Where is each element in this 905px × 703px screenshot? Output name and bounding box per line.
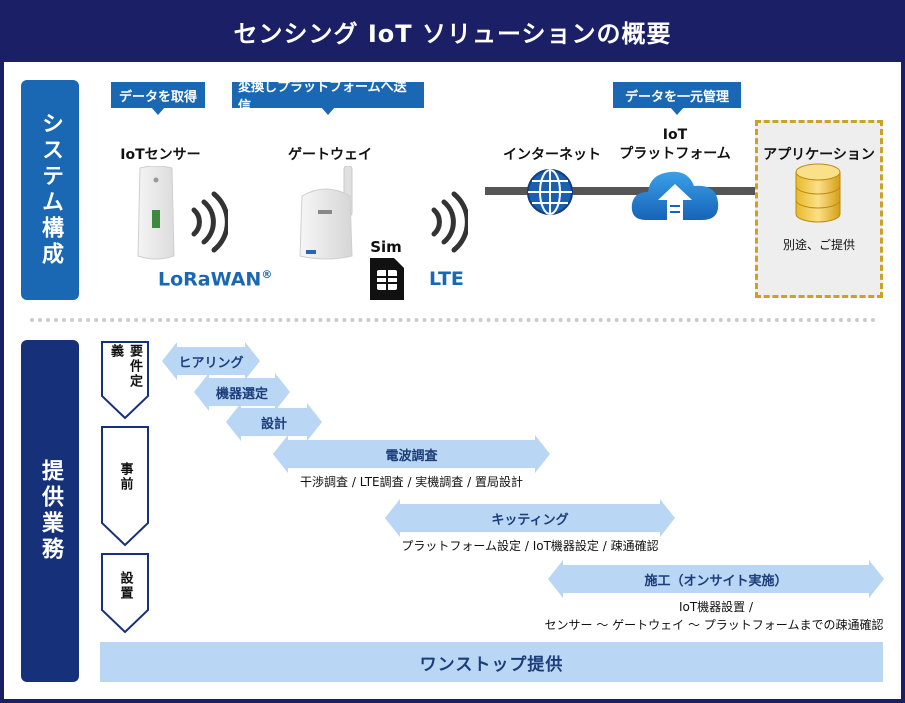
page-title: センシング IoT ソリューションの概要 [0, 0, 905, 62]
task-construction-note: IoT機器設置 / [678, 600, 754, 614]
phase-preliminary-label: 事前 [117, 462, 133, 492]
task-radio-survey: 電波調査 [273, 435, 550, 473]
phase-preliminary: 事前 [100, 425, 150, 547]
section-system-label: システム構成 [21, 80, 79, 300]
phase-requirements: 要件定義 [100, 340, 150, 420]
application-box [755, 120, 883, 298]
cloud-upload-icon [631, 171, 719, 220]
gateway-device [299, 166, 353, 260]
database-icon [795, 163, 841, 223]
section-services-label: 提供業務 [21, 340, 79, 682]
task-construction: 施工（オンサイト実施） [548, 560, 884, 598]
callout-acquire: データを取得 [111, 82, 205, 115]
task-kitting-note: プラットフォーム設定 / IoT機器設定 / 疎通確認 [401, 539, 659, 553]
task-construction-note-2: センサー 〜 ゲートウェイ 〜 プラットフォームまでの疎通確認 [544, 618, 884, 632]
task-radio-survey-note: 干渉調査 / LTE調査 / 実機調査 / 置局設計 [300, 475, 523, 489]
globe-icon [527, 169, 573, 215]
sim-card-icon [370, 258, 404, 300]
lte-signal-icon [431, 191, 468, 253]
callout-manage: データを一元管理 [613, 82, 741, 115]
task-kitting: キッティング [385, 499, 675, 537]
task-radio-survey-label: 電波調査 [385, 448, 438, 464]
gateway-label: ゲートウェイ [288, 147, 372, 163]
callout-convert: 変換しプラットフォームへ送信 [232, 80, 424, 115]
task-construction-label: 施工（オンサイト実施） [644, 573, 788, 589]
application-note: 別途、ご提供 [782, 238, 855, 252]
sensor-label: IoTセンサー [120, 147, 201, 163]
iot-sensor-device [137, 166, 175, 260]
internet-label: インターネット [503, 147, 601, 163]
task-kitting-label: キッティング [491, 512, 569, 528]
platform-label-line2: プラットフォーム [619, 146, 731, 162]
task-hearing: ヒアリング [162, 342, 260, 380]
task-hearing-label: ヒアリング [178, 355, 244, 371]
lorawan-signal-icon [191, 191, 228, 253]
one-stop-banner: ワンストップ提供 [100, 642, 883, 682]
phase-installation-label: 設置 [117, 571, 133, 601]
phase-requirements-label: 要件定義 [108, 344, 142, 389]
network-line [485, 187, 770, 195]
lte-label: LTE [429, 268, 464, 290]
sim-label: Sim [370, 238, 402, 256]
task-equipment-selection-label: 機器選定 [215, 386, 268, 402]
platform-label-line1: IoT [662, 127, 688, 143]
lorawan-label: LoRaWAN® [158, 268, 273, 291]
task-design-label: 設計 [260, 416, 287, 432]
phase-installation: 設置 [100, 552, 150, 634]
task-equipment-selection: 機器選定 [194, 373, 290, 411]
task-design: 設計 [226, 403, 322, 441]
application-label: アプリケーション [763, 147, 875, 163]
section-divider [30, 318, 876, 322]
